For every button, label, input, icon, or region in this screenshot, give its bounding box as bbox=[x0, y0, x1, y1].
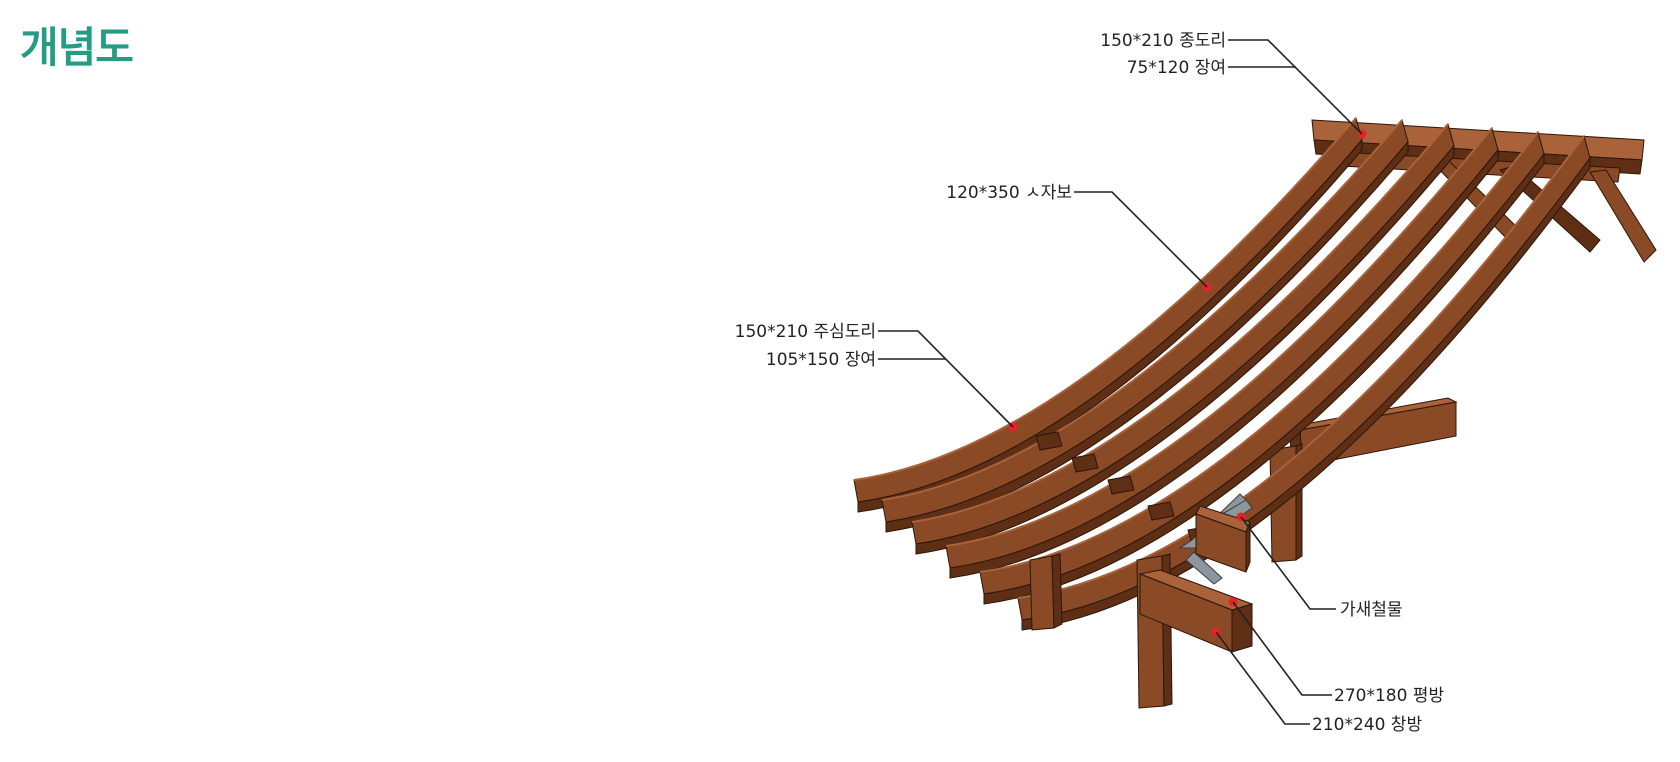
rafter-side-3 bbox=[915, 144, 1455, 555]
rafter-highlight-3 bbox=[911, 123, 1449, 523]
changbang-beam bbox=[1138, 569, 1254, 653]
purlin-block-1 bbox=[1035, 431, 1063, 451]
rafter-highlight-4 bbox=[945, 127, 1493, 547]
label-gasae: 가새철물 bbox=[1340, 600, 1403, 620]
label-jangyeo-mid: 105*150 장여 bbox=[766, 350, 876, 370]
purlin-block-3 bbox=[1107, 475, 1135, 495]
pyeongbang-beam bbox=[1195, 505, 1251, 573]
page-title: 개념도 bbox=[20, 23, 134, 72]
rafter-highlight-6 bbox=[1017, 135, 1585, 599]
rafter-highlight-1 bbox=[853, 117, 1357, 481]
label-jongdori: 150*210 종도리 bbox=[1100, 31, 1226, 51]
purlin-block-2 bbox=[1071, 453, 1099, 473]
label-jusimdori: 150*210 주심도리 bbox=[735, 322, 876, 342]
label-changbang: 210*240 창방 bbox=[1312, 715, 1422, 735]
rafter-highlight-2 bbox=[881, 119, 1403, 501]
rafter-side-5 bbox=[983, 152, 1545, 605]
rafter-side-4 bbox=[949, 148, 1499, 579]
rafter-highlight-5 bbox=[979, 131, 1539, 573]
label-pyeongbang: 270*180 평방 bbox=[1334, 686, 1444, 706]
label-sajabo: 120*350 ㅅ자보 bbox=[946, 183, 1072, 203]
rafter-side-2 bbox=[885, 140, 1409, 533]
leader-lines bbox=[878, 39, 1363, 725]
label-jangyeo-top: 75*120 장여 bbox=[1127, 58, 1226, 78]
purlin-block-4 bbox=[1147, 501, 1175, 521]
